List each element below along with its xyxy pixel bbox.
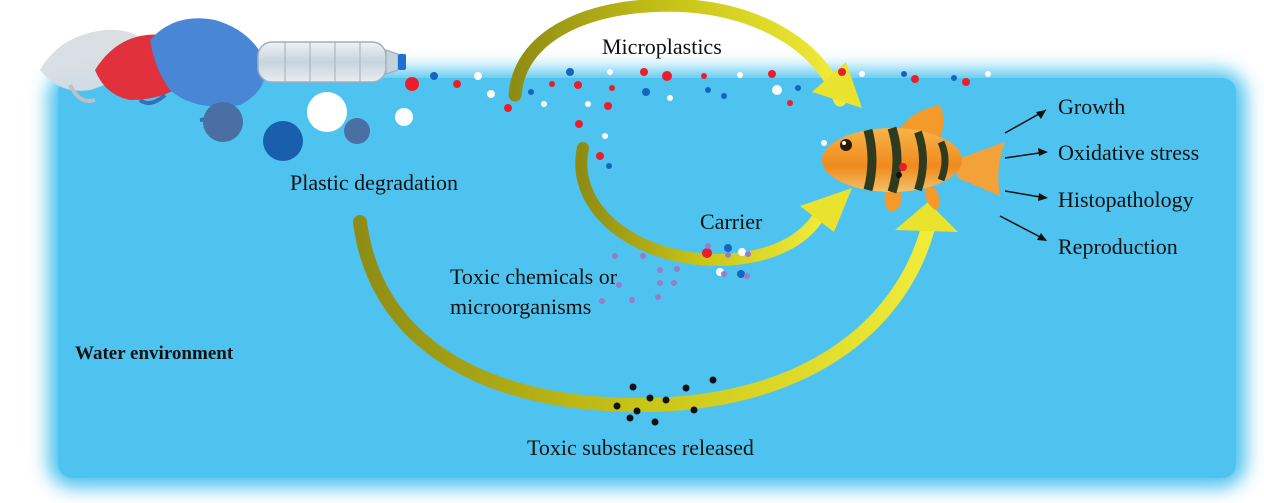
label-toxic-substances-released: Toxic substances released — [527, 435, 754, 460]
plastic-bottle — [257, 41, 406, 83]
fish-body — [822, 128, 962, 192]
toxic-chemical-dots — [599, 253, 680, 304]
effect-label-histopathology: Histopathology — [1058, 187, 1194, 212]
arrow-degradation-to-fish — [353, 215, 935, 413]
label-carrier: Carrier — [700, 209, 763, 234]
label-toxic-chemicals-line2: microorganisms — [450, 294, 592, 319]
degradation-fragments — [203, 92, 413, 161]
arrowhead-carrier — [800, 188, 852, 232]
arrowhead-lower — [895, 202, 958, 232]
effect-label-oxidative-stress: Oxidative stress — [1058, 140, 1200, 165]
label-toxic-chemicals-line1: Toxic chemicals or — [450, 264, 618, 289]
fish-tail — [955, 142, 1005, 196]
arrow-microplastics-to-fish — [508, 0, 847, 107]
label-water-environment: Water environment — [75, 343, 234, 364]
arrowhead-upper — [812, 62, 862, 108]
effect-arrows — [999, 109, 1048, 241]
fish — [822, 105, 1005, 212]
blue-plastic-bag — [150, 18, 266, 107]
toxic-substance-dots — [613, 376, 717, 426]
label-plastic-degradation: Plastic degradation — [290, 170, 459, 195]
carrier-particles — [702, 243, 751, 279]
arrow-carrier-to-fish — [575, 142, 828, 267]
microplastic-particles — [405, 68, 991, 169]
plastic-waste — [40, 18, 406, 122]
effect-label-reproduction: Reproduction — [1058, 234, 1178, 259]
label-microplastics: Microplastics — [602, 34, 722, 59]
effect-label-growth: Growth — [1058, 94, 1126, 119]
fish-eye — [840, 139, 852, 151]
